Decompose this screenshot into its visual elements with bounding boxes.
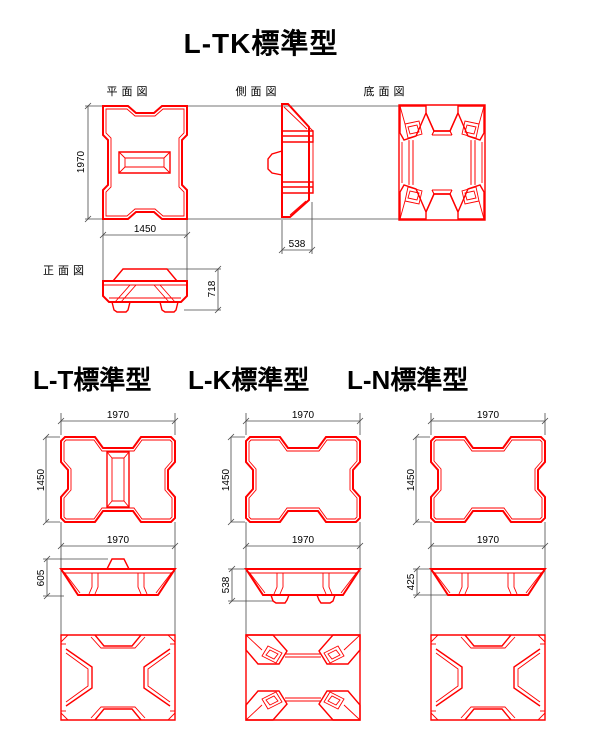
lt-dim-front-height: 605 (36, 569, 47, 586)
product-title-lt: L-T標準型 (33, 365, 152, 395)
bottom-view-label: 底面図 (363, 86, 409, 98)
ln-dim-front-height: 425 (406, 573, 417, 590)
lk-column-drawing: 1970 1450 1970 538 (221, 410, 364, 721)
lk-dim-plan-height: 1450 (221, 468, 232, 491)
ln-dim-front-width: 1970 (477, 535, 500, 546)
tk-dim-plan-height: 1970 (76, 150, 87, 173)
lt-column-drawing: 1970 1450 1970 605 (36, 410, 179, 721)
lt-bottom-view (60, 634, 176, 721)
plan-view-label: 平面図 (106, 86, 152, 98)
lt-front-bump (106, 558, 130, 570)
lt-dim-front-width: 1970 (107, 535, 130, 546)
tk-dim-front-height: 718 (207, 280, 218, 297)
lk-dim-front-height: 538 (221, 576, 232, 593)
tk-dim-plan-width: 1450 (134, 224, 157, 235)
ln-bottom-view (430, 634, 546, 721)
product-title-ln: L-N標準型 (347, 365, 469, 395)
lk-dim-front-width: 1970 (292, 535, 315, 546)
lk-bottom-view (245, 634, 361, 721)
front-view-label: 正面図 (43, 265, 88, 277)
tk-bottom-view-drawing (398, 104, 486, 221)
ln-column-drawing: 1970 1450 1970 425 (406, 410, 549, 721)
lt-dim-plan-width: 1970 (107, 410, 130, 421)
product-title-lk: L-K標準型 (188, 365, 310, 395)
lt-dim-plan-height: 1450 (36, 468, 47, 491)
tk-construction-and-dimensions (84, 102, 399, 314)
tk-side-view-drawing (267, 103, 314, 218)
page-title: L-TK標準型 (183, 28, 339, 59)
ln-dim-plan-height: 1450 (406, 468, 417, 491)
side-view-label: 側面図 (235, 86, 281, 98)
lk-front-legs (270, 594, 336, 604)
tk-front-view-drawing (102, 268, 188, 313)
tk-plan-view-drawing (102, 105, 188, 220)
tk-dimension-texts: 1970 1450 538 718 (76, 150, 306, 297)
tk-dim-side-width: 538 (289, 239, 306, 250)
lk-dim-plan-width: 1970 (292, 410, 315, 421)
ln-dim-plan-width: 1970 (477, 410, 500, 421)
lt-plan-recess (106, 451, 130, 508)
